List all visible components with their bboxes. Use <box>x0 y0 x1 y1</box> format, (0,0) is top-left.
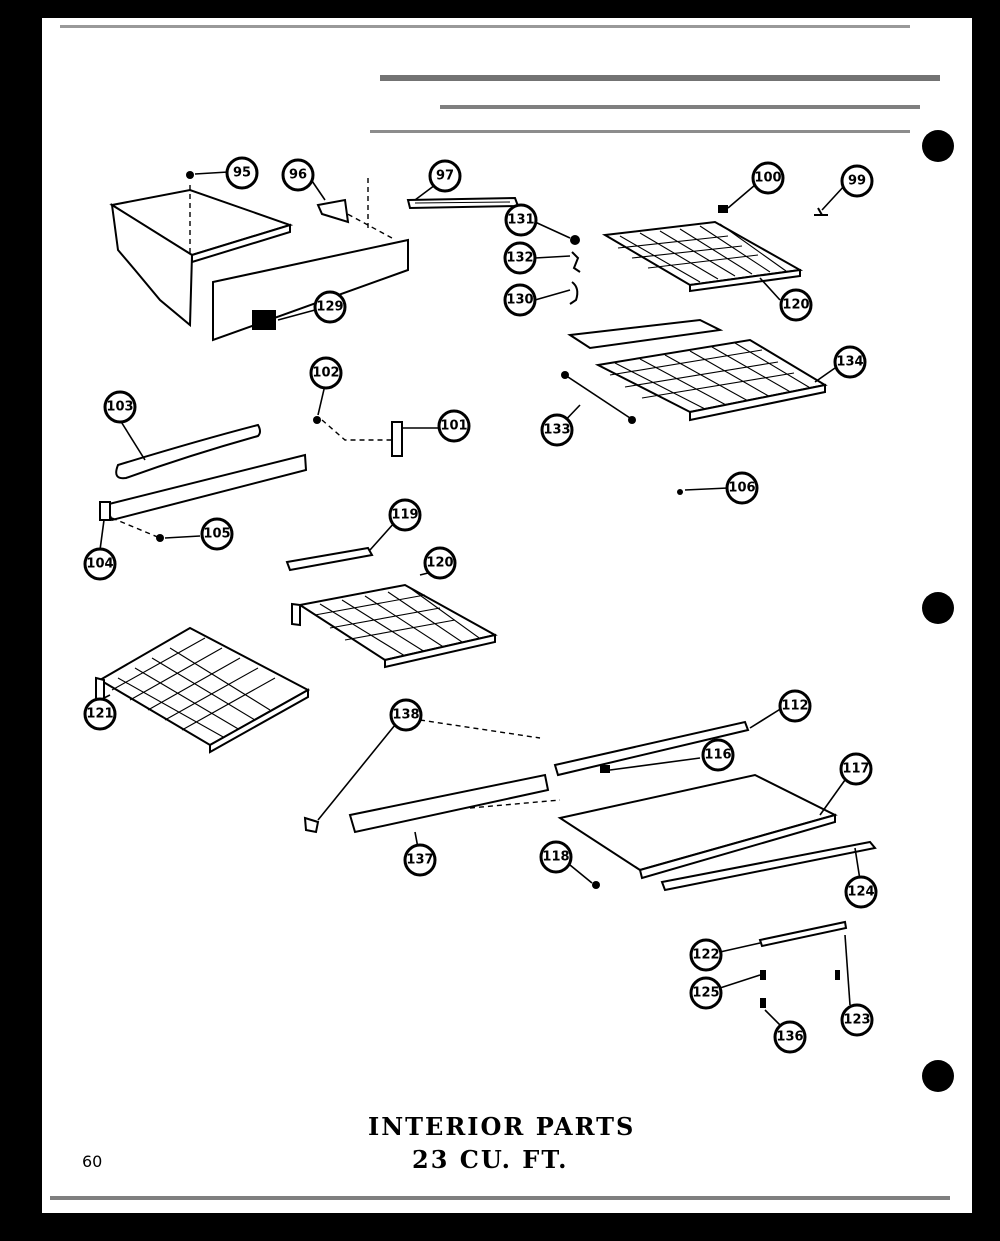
binder-hole-bottom <box>922 1060 954 1092</box>
callout-123: 123 <box>840 1003 874 1037</box>
diagram-title-line1: INTERIOR PARTS <box>368 1112 636 1141</box>
shelf-121 <box>95 626 311 754</box>
parts-95-96-97 <box>186 171 520 224</box>
callout-label: 118 <box>542 850 569 865</box>
callout-label: 122 <box>692 948 719 963</box>
diagram-title-line2: 23 CU. FT. <box>412 1145 569 1174</box>
parts-137-117-124 <box>303 773 877 892</box>
callout-label: 100 <box>754 171 781 186</box>
callout-125: 125 <box>689 976 723 1010</box>
callout-label: 101 <box>440 419 467 434</box>
binder-hole-top <box>922 130 954 162</box>
callout-116: 116 <box>701 738 735 772</box>
callout-134: 134 <box>833 345 867 379</box>
parts-112-116-138 <box>419 719 750 777</box>
callout-label: 120 <box>782 298 809 313</box>
callout-label: 129 <box>316 300 343 315</box>
callout-138: 138 <box>389 698 423 732</box>
callout-label: 136 <box>776 1030 803 1045</box>
callout-label: 123 <box>843 1013 870 1028</box>
callout-136: 136 <box>773 1020 807 1054</box>
parts-103-104-105 <box>99 423 308 542</box>
shelf-120-middle <box>285 546 498 669</box>
callout-106: 106 <box>725 471 759 505</box>
callout-120-upper: 120 <box>779 288 813 322</box>
callout-104: 104 <box>83 547 117 581</box>
parts-102-101 <box>313 416 403 457</box>
callout-103: 103 <box>103 390 137 424</box>
callout-label: 119 <box>391 508 418 523</box>
callout-130: 130 <box>503 283 537 317</box>
callout-132: 132 <box>503 241 537 275</box>
callout-122: 122 <box>689 938 723 972</box>
leader-lines <box>99 171 861 1031</box>
part-106-screw <box>677 489 683 495</box>
callout-label: 132 <box>506 251 533 266</box>
callout-label: 116 <box>704 748 731 763</box>
callout-label: 121 <box>86 707 113 722</box>
cabinet-liner <box>109 178 409 342</box>
callout-112: 112 <box>778 689 812 723</box>
callout-101: 101 <box>437 409 471 443</box>
shelf-120-upper <box>601 205 828 293</box>
parts-131-132-130 <box>569 235 581 305</box>
callout-label: 125 <box>692 986 719 1001</box>
callout-label: 104 <box>86 557 113 572</box>
callout-label: 102 <box>312 366 339 381</box>
callout-117: 117 <box>839 752 873 786</box>
callout-label: 133 <box>543 423 570 438</box>
vent-grille-129 <box>252 310 276 330</box>
binder-hole-middle <box>922 592 954 624</box>
callout-label: 99 <box>848 174 866 189</box>
callout-124: 124 <box>844 875 878 909</box>
callout-100: 100 <box>751 161 785 195</box>
callout-121: 121 <box>83 697 117 731</box>
shelf-134 <box>561 318 828 424</box>
callout-96: 96 <box>281 158 315 192</box>
callout-label: 120 <box>426 556 453 571</box>
callout-label: 105 <box>203 527 230 542</box>
page-number: 60 <box>82 1152 103 1171</box>
callout-label: 95 <box>233 166 251 181</box>
callout-label: 138 <box>392 708 419 723</box>
callout-118: 118 <box>539 840 573 874</box>
callout-label: 130 <box>506 293 533 308</box>
callout-label: 103 <box>106 400 133 415</box>
callout-102: 102 <box>309 356 343 390</box>
callout-label: 96 <box>289 168 307 183</box>
callout-131: 131 <box>504 203 538 237</box>
callout-label: 106 <box>728 481 755 496</box>
callout-99: 99 <box>840 164 874 198</box>
callout-137: 137 <box>403 843 437 877</box>
callout-label: 117 <box>842 762 869 777</box>
callout-105: 105 <box>200 517 234 551</box>
callout-129: 129 <box>313 290 347 324</box>
callout-label: 97 <box>436 169 454 184</box>
callout-label: 124 <box>847 885 874 900</box>
callout-label: 112 <box>781 699 808 714</box>
callout-119: 119 <box>388 498 422 532</box>
callout-133: 133 <box>540 413 574 447</box>
callout-label: 134 <box>836 355 863 370</box>
parts-122-125-123-136 <box>758 920 848 1008</box>
scan-noise <box>50 25 950 1200</box>
callout-120-middle: 120 <box>423 546 457 580</box>
callout-label: 137 <box>406 853 433 868</box>
callout-label: 131 <box>507 213 534 228</box>
callout-97: 97 <box>428 159 462 193</box>
callout-95: 95 <box>225 156 259 190</box>
